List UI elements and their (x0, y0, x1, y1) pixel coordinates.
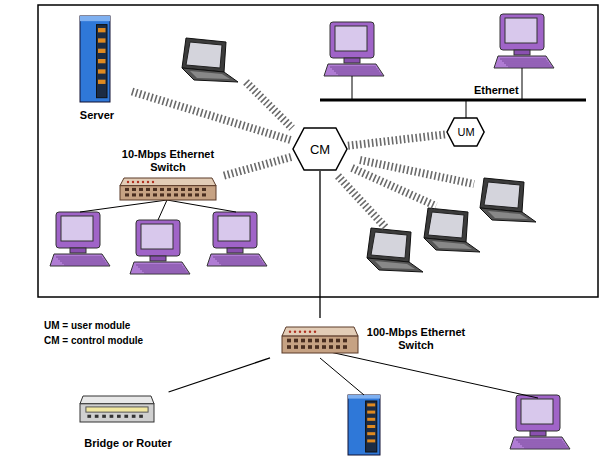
cable (80, 200, 167, 212)
cable-link (319, 171, 320, 318)
device-label: 10-Mbps Ethernet Switch (116, 148, 220, 174)
wireless-link (348, 134, 446, 145)
hexagon (447, 118, 484, 146)
laptop-computer (182, 38, 238, 82)
cable-link (169, 358, 270, 392)
device-label: 100-Mbps Ethernet Switch (362, 326, 470, 352)
wireless-link (224, 157, 292, 176)
bus-drop (352, 76, 353, 100)
laptop-computer (367, 228, 423, 272)
laptop-computer (480, 178, 536, 222)
module-hexagon: UM (446, 117, 485, 147)
device-icon (62, 12, 132, 122)
device-node: Bridge or Router (72, 392, 184, 450)
device-icon (270, 318, 476, 360)
wireless-link (360, 160, 474, 184)
hexagon (293, 128, 347, 170)
bus-drop (466, 100, 467, 118)
switch-device (282, 327, 358, 353)
server-tower (348, 395, 380, 455)
device-node: 100-Mbps Ethernet Switch (270, 318, 476, 360)
desktop-computer (324, 22, 384, 76)
wireless-link (132, 92, 292, 141)
device-node: 10-Mbps Ethernet Switch (112, 148, 224, 202)
desktop-computer (510, 395, 570, 449)
network-frame (38, 5, 598, 297)
cable (158, 200, 167, 220)
wireless-link (338, 176, 386, 228)
module-label: UM (457, 126, 474, 139)
network-label: Ethernet (474, 84, 519, 96)
bus-drop (522, 68, 523, 100)
abbreviation-note: UM = user module (44, 320, 130, 332)
switch-device (120, 178, 216, 200)
module-label: CM (310, 143, 330, 156)
desktop-computer (494, 14, 554, 68)
wireless-link (246, 82, 292, 128)
desktop-computer (207, 212, 267, 266)
abbreviation-note: CM = control module (44, 335, 143, 347)
router-device (80, 396, 154, 422)
desktop-computer (50, 212, 110, 266)
device-node: Server (62, 12, 132, 122)
ethernet-bus (320, 99, 586, 102)
module-hexagon: CM (292, 127, 348, 171)
cable (330, 352, 538, 398)
server-tower (80, 16, 110, 102)
desktop-computer (130, 220, 190, 274)
cable (167, 200, 236, 212)
device-label: Server (80, 109, 114, 122)
cable (320, 358, 364, 395)
device-label: Bridge or Router (84, 437, 171, 450)
laptop-computer (424, 208, 480, 252)
